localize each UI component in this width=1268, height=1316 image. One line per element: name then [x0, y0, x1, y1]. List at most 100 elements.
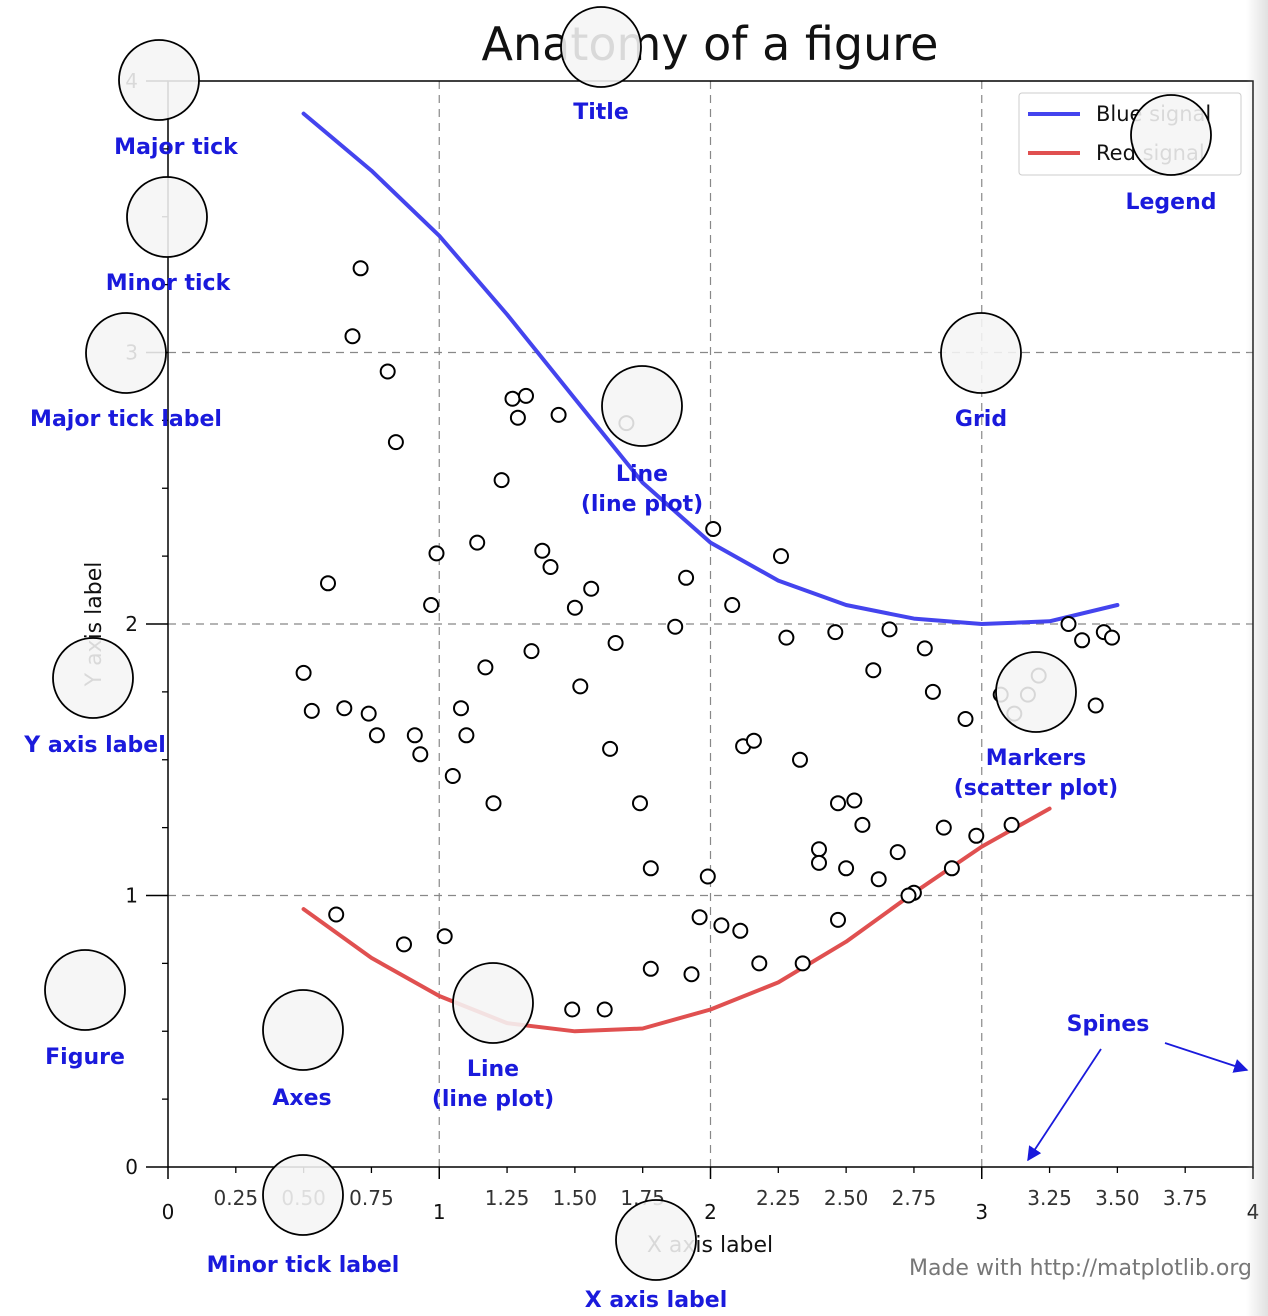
scatter-point	[566, 599, 583, 616]
annot-x-axis-label: X axis label	[585, 1288, 728, 1313]
x-major-tick-label: 3	[975, 1200, 988, 1224]
annot-legend: Legend	[1125, 190, 1216, 215]
scatter-point	[943, 860, 960, 877]
scatter-point	[827, 624, 844, 641]
callout-markers	[995, 651, 1077, 733]
series-line-red	[301, 806, 1052, 1034]
x-major-tick-label: 0	[162, 1200, 175, 1224]
scatter-point	[811, 854, 827, 871]
scatter-point	[751, 955, 768, 972]
scatter-point	[504, 390, 521, 407]
x-minor-tick-label: 2.50	[824, 1186, 869, 1210]
scatter-point	[336, 700, 353, 717]
scatter-point	[699, 868, 716, 885]
scatter-point	[778, 629, 795, 646]
scatter-point	[838, 860, 855, 877]
scatter-point	[436, 928, 453, 945]
y-major-tick-label: 1	[125, 884, 138, 908]
scatter-point	[773, 548, 789, 565]
scatter-point	[683, 966, 700, 983]
callout-circles	[44, 6, 1212, 1281]
scatter-point	[596, 1001, 613, 1018]
annot-figure: Figure	[45, 1045, 125, 1070]
footer-credit: Made with http://matplotlib.org	[909, 1256, 1252, 1281]
annot-minor-tick-label: Minor tick label	[207, 1253, 400, 1278]
scatter-point	[830, 911, 846, 928]
scatter-point	[667, 618, 684, 635]
annot-grid: Grid	[955, 407, 1007, 432]
scatter-point	[1087, 697, 1104, 714]
scatter-point	[550, 406, 567, 423]
scatter-point	[428, 545, 445, 562]
scatter-point	[602, 740, 619, 757]
x-minor-tick-label: 1.50	[553, 1186, 598, 1210]
annot-markers: Markers(scatter plot)	[954, 746, 1118, 801]
callout-axes	[262, 989, 344, 1071]
scatter-point	[865, 662, 882, 679]
scatter-point	[691, 909, 708, 926]
scatter-point	[916, 640, 933, 657]
callout-legend	[1130, 94, 1212, 176]
scatter-point	[794, 955, 811, 972]
scatter-point	[1003, 816, 1020, 833]
spines-arrow-right	[1164, 1042, 1249, 1073]
x-major-tick-label: 1	[433, 1200, 446, 1224]
x-major-tick-label: 2	[704, 1200, 717, 1224]
x-minor-tick-label: 0.75	[349, 1186, 394, 1210]
scatter-point	[412, 746, 429, 763]
callout-grid	[940, 312, 1022, 394]
annot-minor-tick: Minor tick	[106, 271, 232, 296]
scatter-point	[732, 922, 749, 939]
callout-y-axis-label	[52, 637, 134, 719]
scatter-point	[705, 521, 722, 537]
spines-arrow-left	[1027, 1048, 1102, 1162]
callout-line-lower	[452, 962, 534, 1044]
annot-major-tick: Major tick	[114, 135, 239, 160]
callout-major-tick-label	[85, 312, 167, 394]
scatter-point	[1104, 629, 1120, 646]
series-layer	[301, 111, 1120, 1034]
scatter-point	[889, 844, 906, 861]
spines-arrows	[1027, 1042, 1249, 1162]
scatter-point	[957, 711, 974, 727]
scatter-point	[368, 727, 385, 744]
scatter-point	[523, 643, 540, 660]
scatter-point	[607, 635, 624, 651]
scatter-point	[387, 434, 404, 451]
annot-line-upper: Line(line plot)	[581, 462, 703, 517]
annot-title: Title	[573, 100, 629, 125]
scatter-point	[303, 702, 320, 719]
scatter-point	[477, 659, 494, 676]
scatter-point	[518, 387, 534, 404]
scatter-point	[678, 569, 695, 586]
scatter-point	[745, 732, 762, 749]
callout-x-axis-label	[615, 1199, 697, 1281]
scatter-point	[572, 678, 589, 695]
scatter-point	[900, 887, 917, 904]
x-minor-tick-label: 2.75	[892, 1186, 937, 1210]
scatter-point	[935, 819, 952, 836]
scatter-point	[396, 936, 412, 953]
x-major-tick-label: 4	[1247, 1200, 1260, 1224]
annot-major-tick-label: Major tick label	[30, 407, 222, 432]
scatter-point	[493, 472, 510, 489]
annot-y-axis-label: Y axis label	[23, 733, 166, 758]
x-minor-tick-label: 3.25	[1027, 1186, 1072, 1210]
callout-minor-tick-label	[262, 1154, 344, 1236]
x-minor-tick-label: 1.25	[485, 1186, 530, 1210]
x-minor-tick-label: 0.25	[214, 1186, 259, 1210]
scatter-point	[379, 363, 396, 380]
x-minor-tick-label: 2.25	[756, 1186, 801, 1210]
scatter-point	[642, 860, 659, 877]
scatter-point	[564, 1001, 581, 1018]
scatter-point	[320, 575, 336, 592]
scatter-point	[811, 841, 827, 858]
callout-labels: Title Major tick Minor tick Major tick l…	[23, 100, 1216, 1313]
scatter-point	[469, 534, 486, 551]
scatter-point	[854, 816, 871, 833]
scatter-point	[352, 260, 369, 277]
scatter-point	[924, 683, 941, 700]
callout-line-upper	[601, 365, 683, 447]
scatter-point	[406, 727, 423, 744]
